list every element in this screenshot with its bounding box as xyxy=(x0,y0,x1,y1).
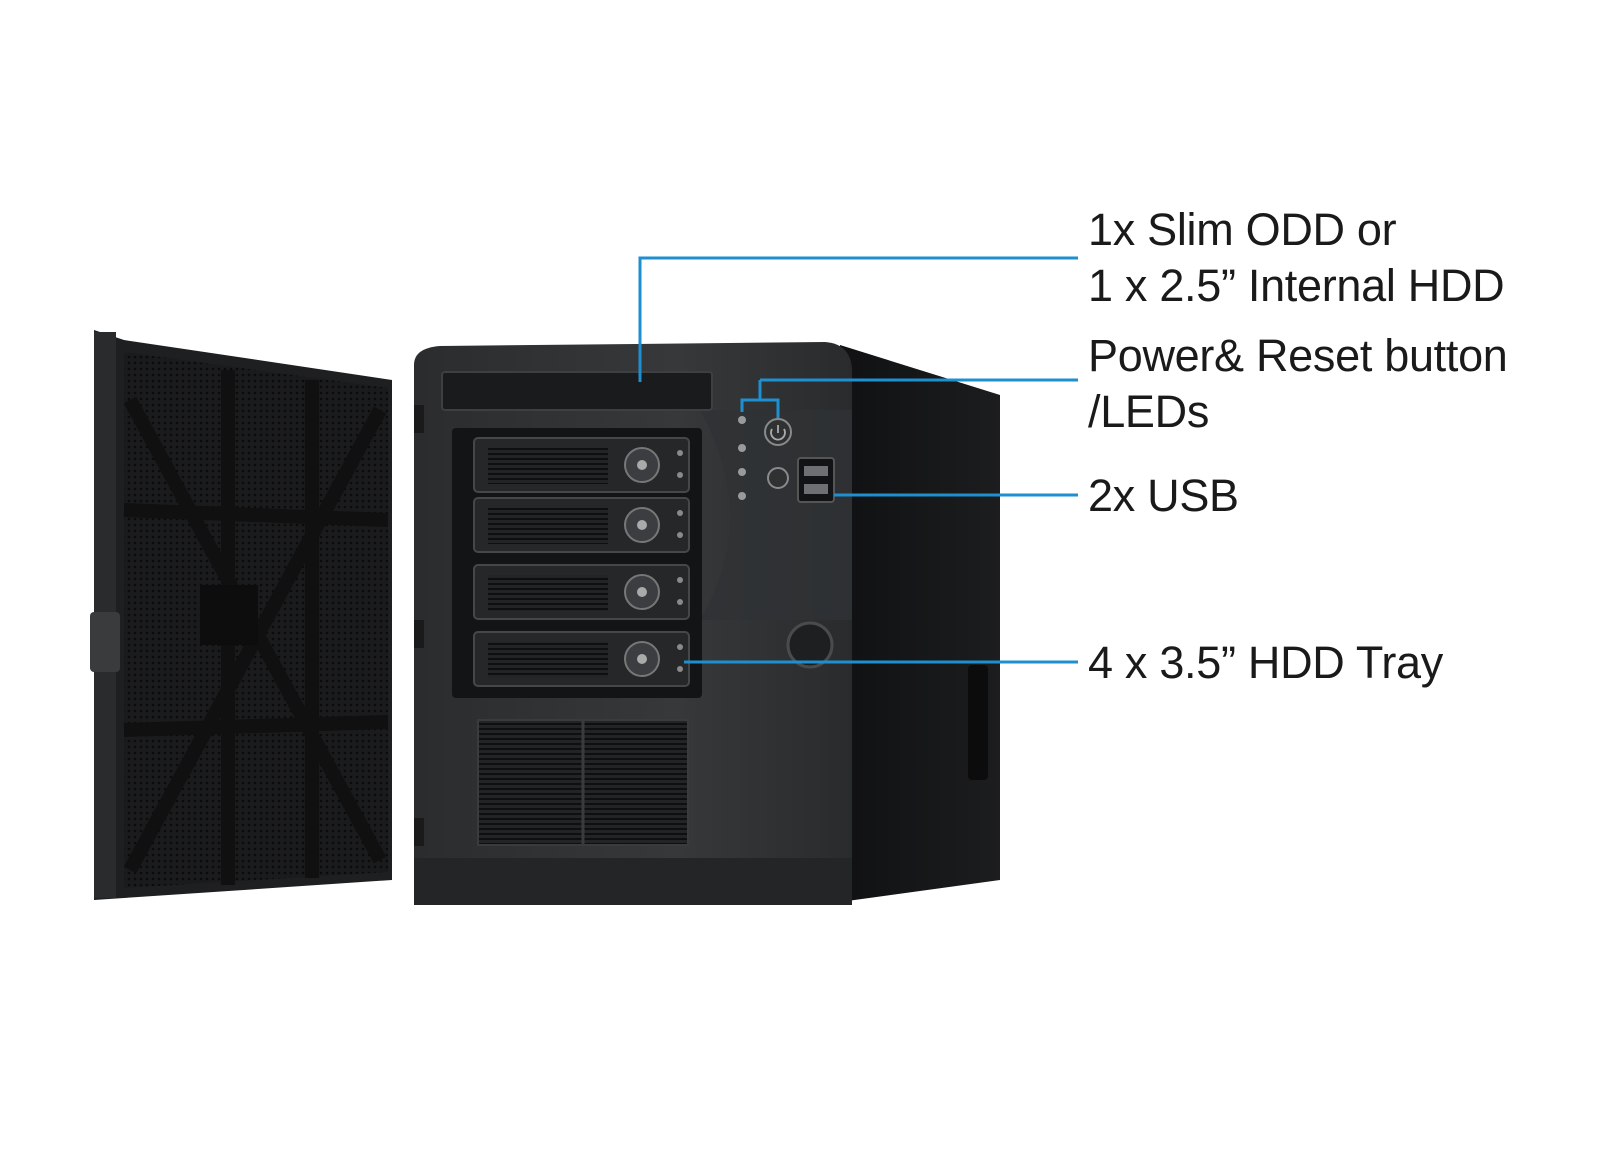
callout-usb-line-1: 2x USB xyxy=(1088,470,1239,521)
callout-odd-line-2: 1 x 2.5” Internal HDD xyxy=(1088,260,1505,311)
hinge xyxy=(414,620,424,648)
control-panel xyxy=(738,416,792,500)
callout-hdd-line-1: 4 x 3.5” HDD Tray xyxy=(1088,637,1443,688)
hdd-tray xyxy=(473,437,690,493)
reset-icon[interactable] xyxy=(767,467,789,489)
callout-hdd: 4 x 3.5” HDD Tray xyxy=(1088,635,1443,691)
door-lock-icon xyxy=(786,621,834,669)
drive-bay-recess xyxy=(452,428,702,698)
led-indicator xyxy=(738,492,746,500)
chassis-bottom-band xyxy=(414,858,852,905)
door-center-hub xyxy=(200,585,258,645)
callout-power-line-1: Power& Reset button xyxy=(1088,330,1508,381)
chassis-side-panel xyxy=(840,345,1000,902)
hinge xyxy=(414,405,424,433)
led-indicator xyxy=(738,444,746,452)
hinge xyxy=(414,818,424,846)
callout-odd: 1x Slim ODD or 1 x 2.5” Internal HDD xyxy=(1088,202,1505,314)
leader-line-odd xyxy=(638,256,1078,382)
usb-port-icon[interactable] xyxy=(797,457,835,503)
hdd-tray xyxy=(473,564,690,620)
callout-odd-line-1: 1x Slim ODD or xyxy=(1088,204,1397,255)
callout-usb: 2x USB xyxy=(1088,468,1239,524)
led-indicator xyxy=(738,416,746,424)
slim-odd-bay xyxy=(441,371,713,411)
door-latch xyxy=(90,612,120,672)
front-door xyxy=(90,330,392,900)
callout-power-line-2: /LEDs xyxy=(1088,386,1210,437)
leader-lines xyxy=(638,256,1078,664)
hdd-tray xyxy=(473,631,690,687)
hdd-tray-group xyxy=(473,437,690,687)
hdd-tray xyxy=(473,497,690,553)
callout-power: Power& Reset button /LEDs xyxy=(1088,328,1508,440)
side-handle-recess xyxy=(968,665,988,780)
led-indicator xyxy=(738,468,746,476)
